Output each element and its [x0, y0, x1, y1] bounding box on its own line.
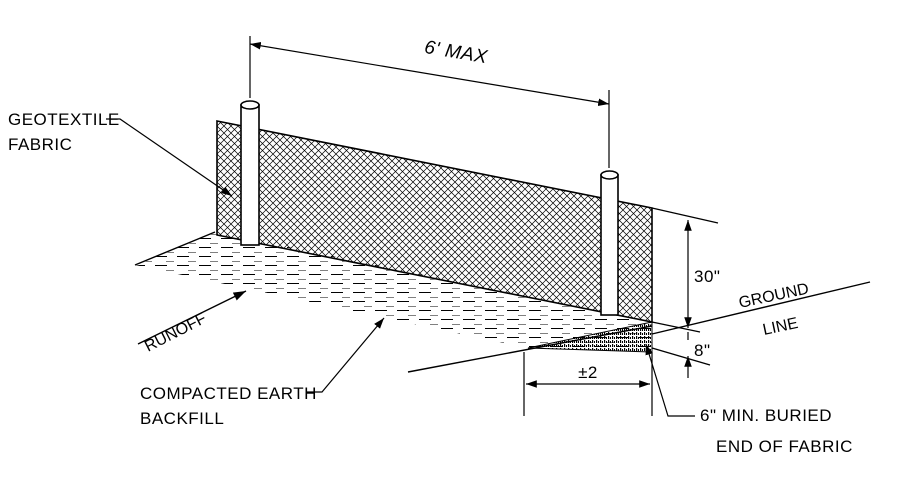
height-ext-top	[651, 207, 719, 224]
fabric-label-line2: FABRIC	[8, 135, 72, 154]
backfill-outline	[134, 231, 216, 266]
dimension-top-label: 6' MAX	[423, 37, 490, 68]
ground-label-line1: GROUND	[737, 280, 810, 311]
backfill-leader	[306, 317, 385, 393]
buried-label-line2: END OF FABRIC	[716, 437, 853, 456]
backfill-label-line1: COMPACTED EARTH	[140, 384, 317, 403]
dimension-line-top	[249, 42, 610, 106]
ground-label-line2: LINE	[761, 315, 799, 339]
trench-width-label: ±2	[578, 363, 598, 382]
height-below-label: 8"	[694, 341, 711, 360]
runoff-label: RUNOFF	[142, 310, 209, 356]
ground-line-lower	[407, 325, 653, 373]
backfill-label-line2: BACKFILL	[140, 409, 224, 428]
height-above-label: 30"	[694, 267, 720, 286]
buried-leader	[645, 343, 695, 417]
runoff-arrow	[137, 290, 247, 345]
height-ext-mid	[651, 321, 701, 333]
fabric-label-line1: GEOTEXTILE	[8, 110, 120, 129]
buried-label-line1: 6" MIN. BURIED	[700, 406, 832, 425]
backfill-band	[135, 232, 652, 348]
post-left	[240, 100, 260, 246]
post-right	[600, 170, 619, 316]
ground-line-right	[651, 347, 711, 366]
fabric-leader	[106, 118, 233, 197]
